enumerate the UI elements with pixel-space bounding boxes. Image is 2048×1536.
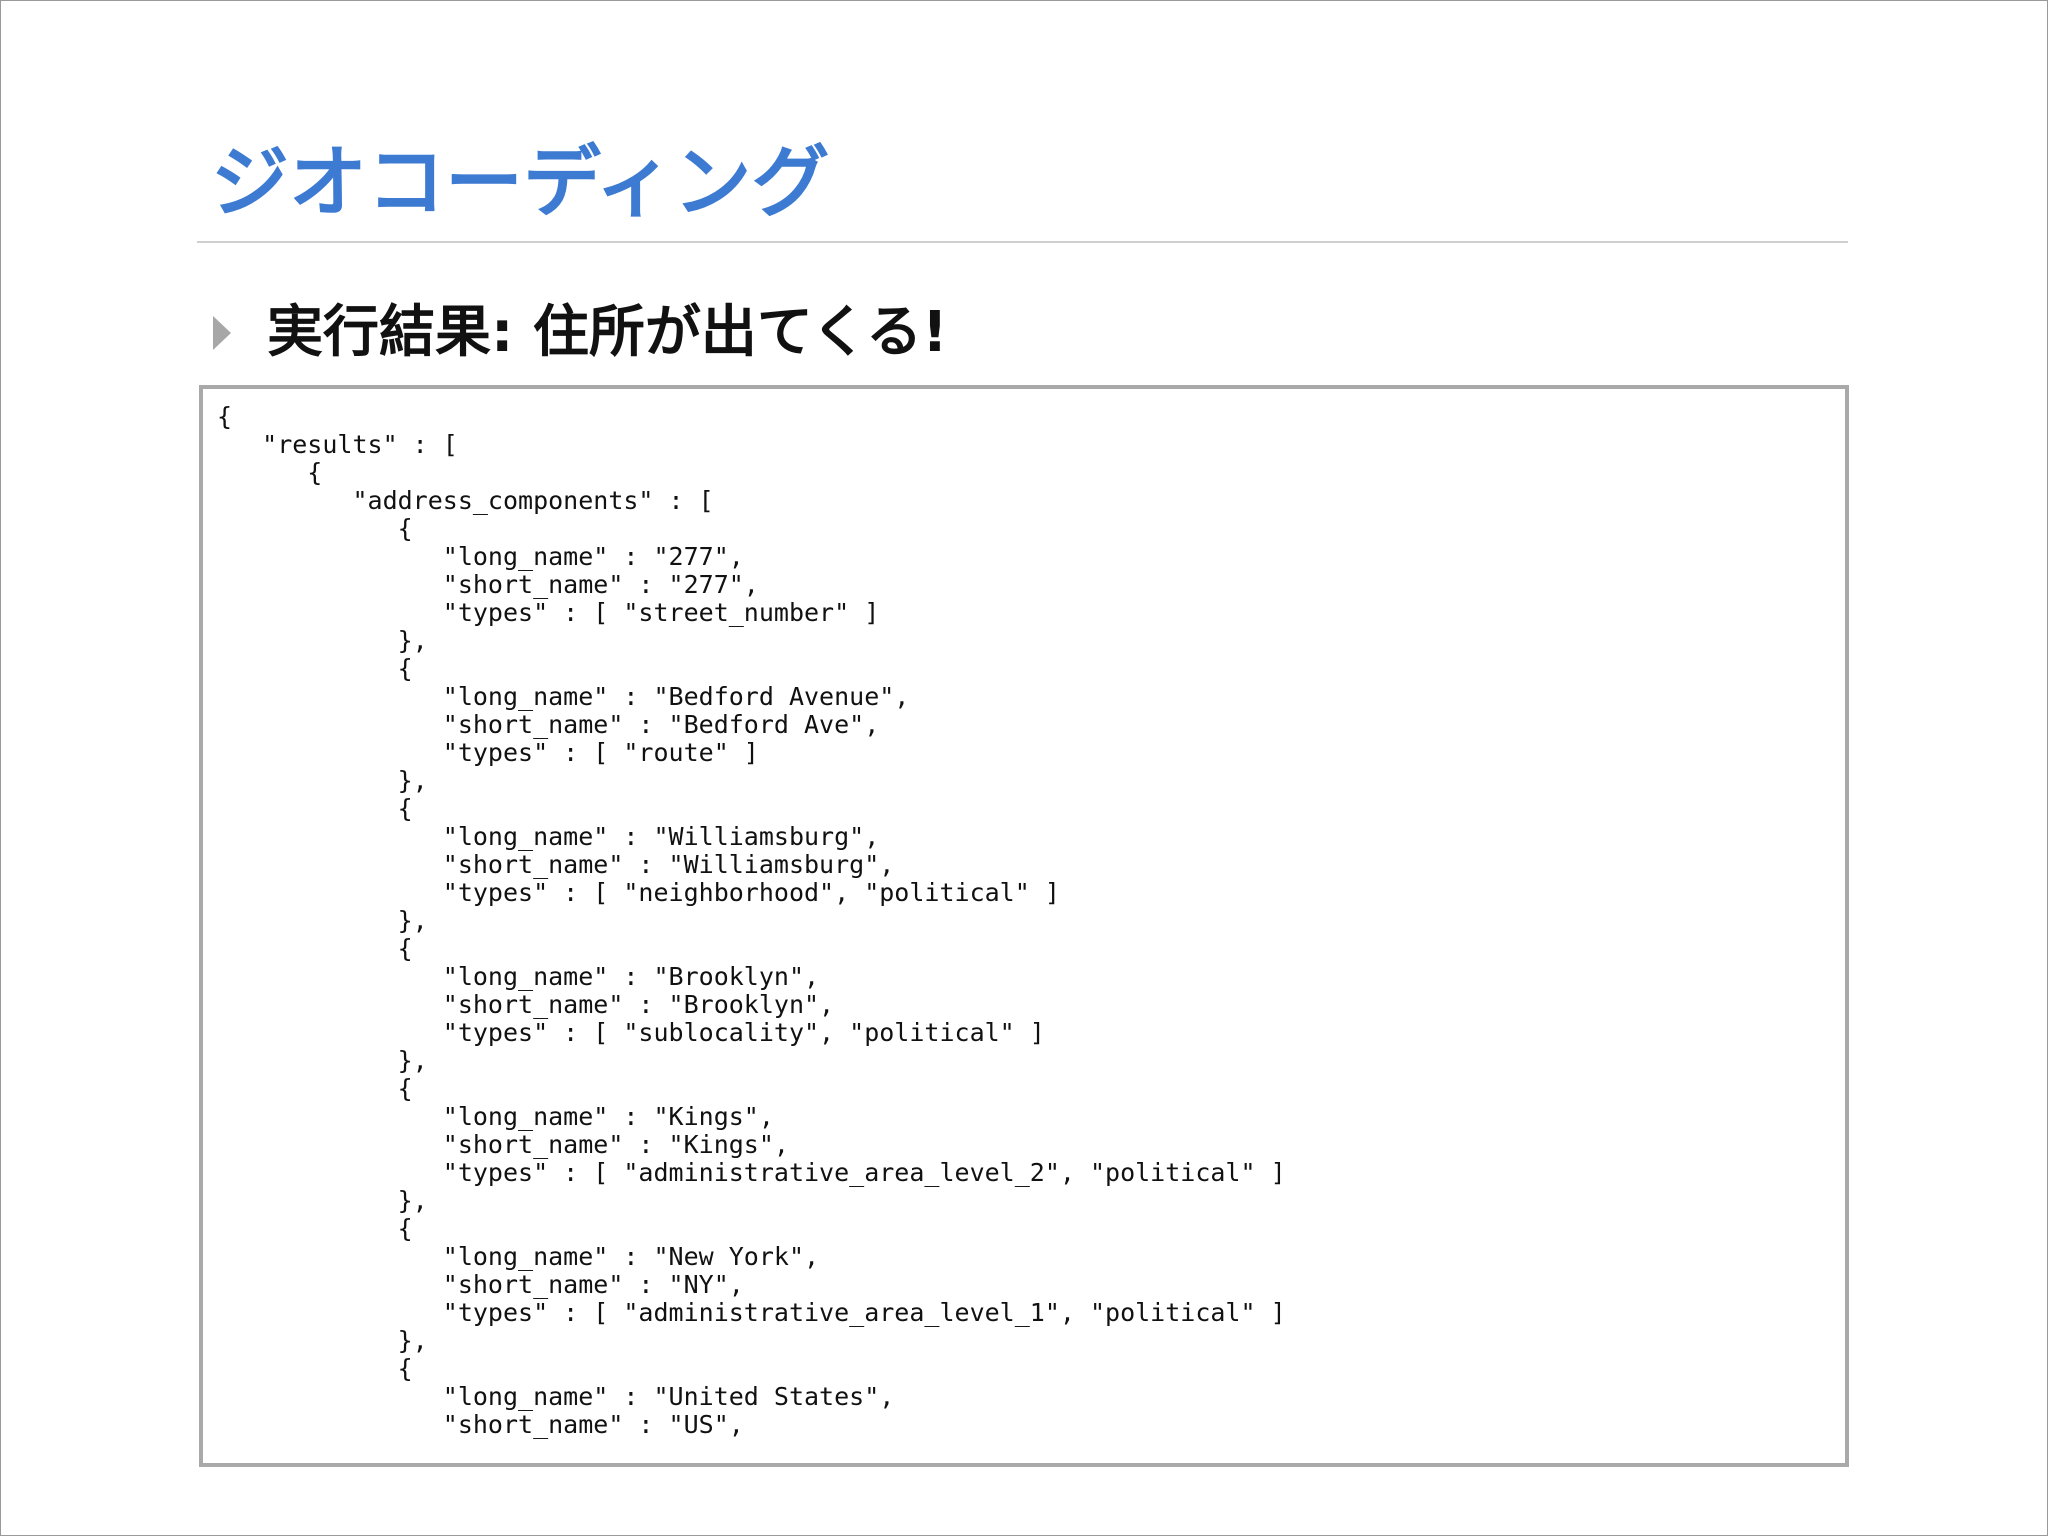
code-line: "types" : [ "street_number" ] <box>217 598 880 627</box>
code-line: { <box>217 654 413 683</box>
code-line: }, <box>217 906 428 935</box>
code-line: "address_components" : [ <box>217 486 714 515</box>
code-line: "long_name" : "Williamsburg", <box>217 822 880 851</box>
bullet-text: 実行結果: 住所が出てくる! <box>267 300 948 365</box>
code-line: "types" : [ "neighborhood", "political" … <box>217 878 1060 907</box>
code-line: { <box>217 458 323 487</box>
code-line: "long_name" : "New York", <box>217 1242 820 1271</box>
code-line: "types" : [ "sublocality", "political" ] <box>217 1018 1045 1047</box>
code-line: "long_name" : "United States", <box>217 1382 895 1411</box>
code-line: "short_name" : "277", <box>217 570 759 599</box>
code-line: { <box>217 934 413 963</box>
code-line: "types" : [ "route" ] <box>217 738 759 767</box>
title-divider <box>197 241 1848 243</box>
code-line: { <box>217 1074 413 1103</box>
code-line: "long_name" : "277", <box>217 542 744 571</box>
code-line: { <box>217 514 413 543</box>
json-code-block: { "results" : [ { "address_components" :… <box>203 389 1845 1439</box>
code-line: "types" : [ "administrative_area_level_1… <box>217 1298 1286 1327</box>
bullet-item: 実行結果: 住所が出てくる! <box>213 293 948 373</box>
code-line: }, <box>217 1186 428 1215</box>
code-line: "short_name" : "Williamsburg", <box>217 850 895 879</box>
code-line: }, <box>217 626 428 655</box>
code-line: { <box>217 794 413 823</box>
code-line: { <box>217 1214 413 1243</box>
code-line: "short_name" : "NY", <box>217 1270 744 1299</box>
code-line: "types" : [ "administrative_area_level_2… <box>217 1158 1286 1187</box>
code-line: "long_name" : "Bedford Avenue", <box>217 682 910 711</box>
bullet-triangle-icon <box>213 316 231 350</box>
code-line: }, <box>217 1326 428 1355</box>
code-line: { <box>217 402 233 431</box>
code-line: "short_name" : "Bedford Ave", <box>217 710 880 739</box>
code-line: "short_name" : "US", <box>217 1410 744 1439</box>
code-line: "short_name" : "Brooklyn", <box>217 990 835 1019</box>
slide-title: ジオコーディング <box>211 138 830 228</box>
code-box: { "results" : [ { "address_components" :… <box>199 385 1849 1467</box>
code-line: }, <box>217 1046 428 1075</box>
code-line: "short_name" : "Kings", <box>217 1130 789 1159</box>
code-line: }, <box>217 766 428 795</box>
code-line: { <box>217 1354 413 1383</box>
code-line: "long_name" : "Brooklyn", <box>217 962 820 991</box>
code-line: "long_name" : "Kings", <box>217 1102 774 1131</box>
code-line: "results" : [ <box>217 430 458 459</box>
